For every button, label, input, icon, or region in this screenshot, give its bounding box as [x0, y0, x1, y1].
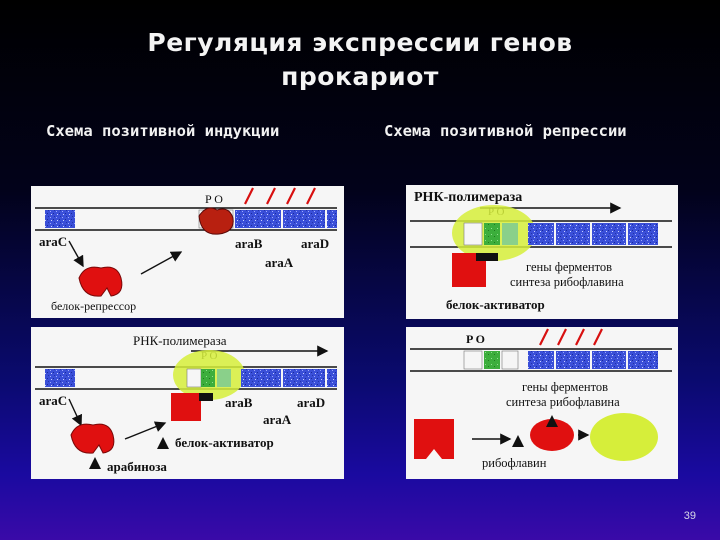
label-araD: araD: [297, 395, 325, 410]
gene-block-3: [592, 223, 626, 245]
label-activator: белок-активатор: [446, 297, 545, 312]
label-polymerase: РНК-полимераза: [133, 333, 227, 348]
gene-block-4: [628, 351, 658, 369]
label-araA: araA: [265, 255, 294, 270]
activator-protein-icon: [171, 393, 201, 421]
label-araB: araB: [235, 236, 263, 251]
gene-araA-block: [283, 210, 325, 228]
operator-block-2: [502, 223, 518, 245]
promoter-block: [464, 351, 482, 369]
label-araA: araA: [263, 412, 292, 427]
label-genes-line1: гены ферментов: [522, 380, 608, 394]
gene-block-2: [556, 351, 590, 369]
regulator-protein-icon: [71, 424, 114, 453]
activator-bound-corepressor: [476, 253, 498, 261]
gene-araB-block: [241, 369, 281, 387]
operator-block: [484, 223, 500, 245]
repressor-protein-icon: [79, 267, 122, 296]
label-activator: белок-активатор: [175, 435, 274, 450]
label-po: P O: [466, 332, 485, 346]
label-araB: araB: [225, 395, 253, 410]
page-number: 39: [684, 510, 696, 522]
label-polymerase: РНК-полимераза: [414, 190, 522, 205]
panel-induction-off: P O araC araB araD araA белок-репрессор: [31, 186, 344, 318]
gene-araC-block: [45, 210, 75, 228]
gene-block-4: [628, 223, 658, 245]
gene-block-1: [528, 223, 554, 245]
label-araD: araD: [301, 236, 329, 251]
slide-title-line1: Регуляция экспрессии генов: [0, 26, 720, 60]
promoter-block: [187, 369, 201, 387]
bound-repressor-shape: [199, 208, 233, 234]
gene-block-2: [556, 223, 590, 245]
slide-title-line2: прокариот: [0, 60, 720, 94]
label-po: P O: [205, 192, 223, 206]
panel-repression-inactive: P O гены ферментов синтеза рибофлавина р…: [406, 327, 678, 479]
label-riboflavin: рибофлавин: [482, 456, 547, 470]
operator-block-2: [217, 369, 231, 387]
label-genes-line2: синтеза рибофлавина: [506, 395, 620, 409]
gene-block-3: [592, 351, 626, 369]
gene-araA-block: [283, 369, 325, 387]
label-genes-line2: синтеза рибофлавина: [510, 275, 624, 289]
panel-induction-on: РНК-полимераза P O araC araB araD araA б…: [31, 327, 344, 479]
label-araC: araC: [39, 234, 67, 249]
gene-block-1: [528, 351, 554, 369]
label-arabinose: арабиноза: [107, 459, 167, 474]
activator-bound-arabinose: [199, 393, 213, 401]
gene-araB-block: [235, 210, 281, 228]
gene-araD-block: [327, 210, 337, 228]
operator-block: [201, 369, 215, 387]
subtitle-positive-repression: Схема позитивной репрессии: [384, 122, 627, 140]
promoter-block: [464, 223, 482, 245]
gene-araC-block: [45, 369, 75, 387]
rna-polymerase-free-shape: [590, 413, 658, 461]
panel-repression-active: РНК-полимераза P O гены ферментов синтез…: [406, 185, 678, 319]
label-araC: araC: [39, 393, 67, 408]
subtitle-positive-induction: Схема позитивной индукции: [46, 122, 279, 140]
label-genes-line1: гены ферментов: [526, 260, 612, 274]
label-repressor: белок-репрессор: [51, 299, 136, 313]
slide-title: Регуляция экспрессии генов прокариот: [0, 26, 720, 94]
operator-block-2: [502, 351, 518, 369]
gene-araD-block: [327, 369, 337, 387]
operator-block: [484, 351, 500, 369]
